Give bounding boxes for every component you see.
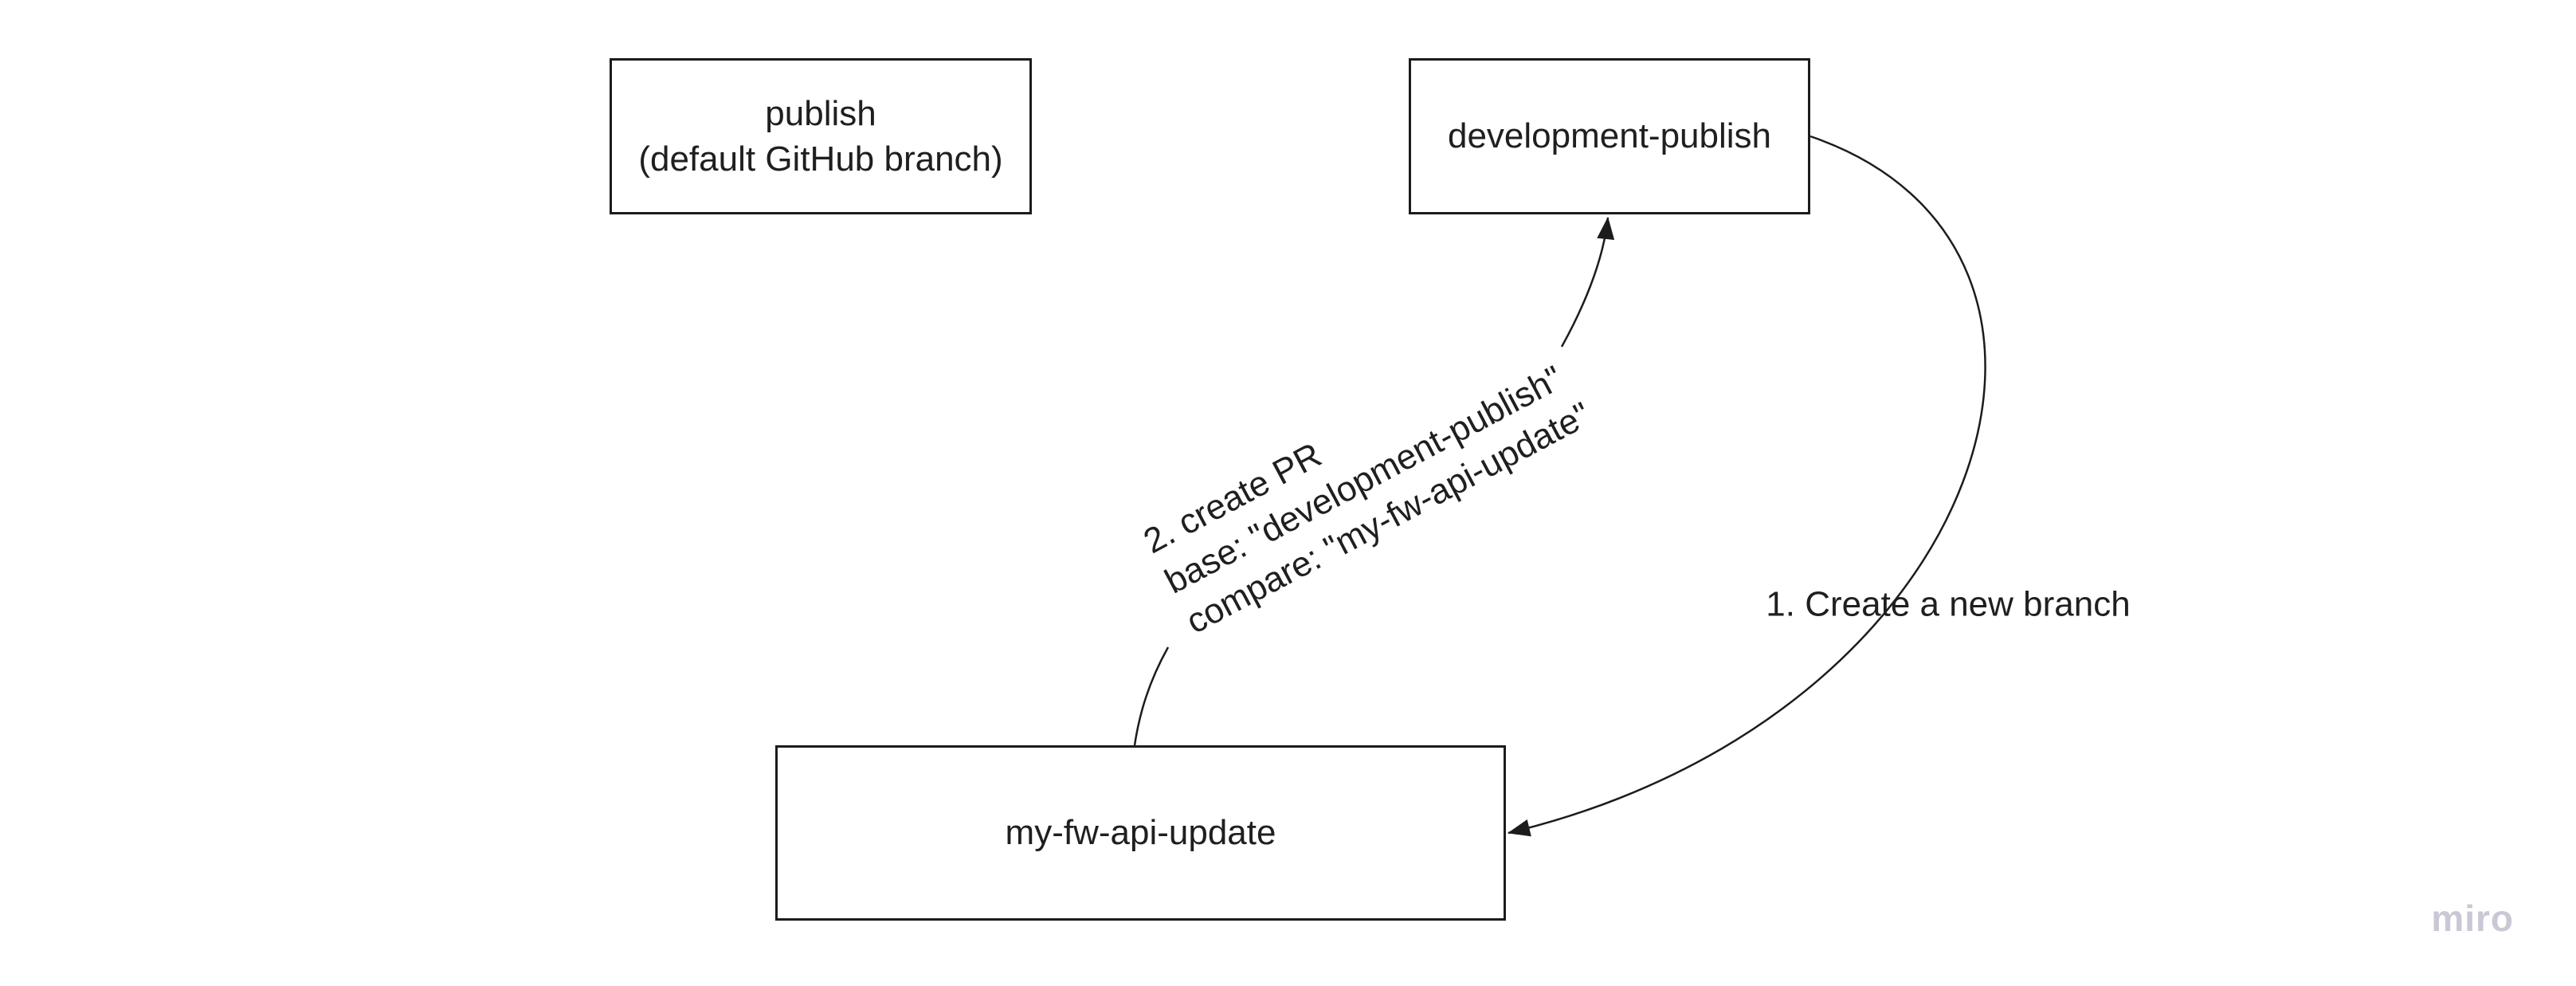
node-development-publish-branch[interactable]: development-publish — [1409, 58, 1810, 214]
connector-create-pr-line-upper[interactable] — [1560, 217, 1615, 348]
miro-watermark-logo: miro — [2431, 898, 2514, 939]
connector-label-create-branch[interactable]: 1. Create a new branch — [1766, 584, 2131, 624]
connector-create-branch-line[interactable] — [1508, 135, 1986, 837]
connector-create-pr-line-lower[interactable] — [1133, 646, 1170, 746]
node-publish-branch[interactable]: publish (default GitHub branch) — [610, 58, 1032, 214]
node-my-fw-api-update-branch[interactable]: my-fw-api-update — [775, 745, 1506, 921]
